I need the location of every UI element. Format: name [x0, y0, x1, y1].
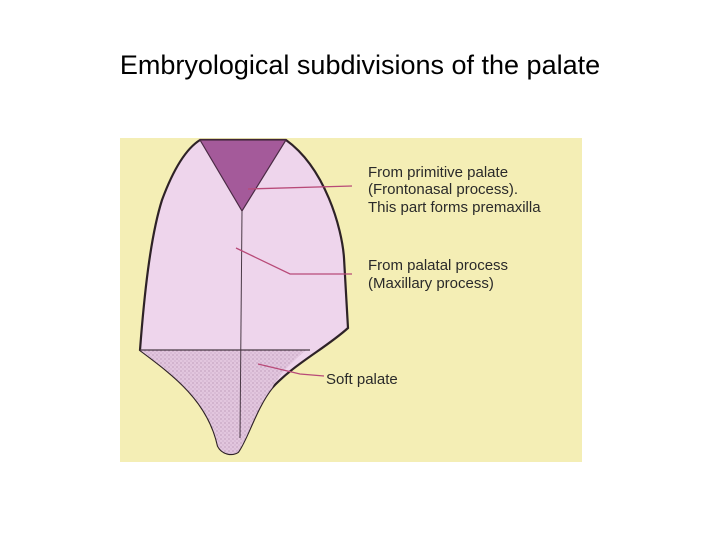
label-primitive-line2: (Frontonasal process).	[368, 181, 518, 198]
palate-diagram: From primitive palate (Frontonasal proce…	[120, 138, 582, 462]
palate-illustration: From primitive palate (Frontonasal proce…	[120, 138, 582, 462]
label-soft-palate: Soft palate	[326, 371, 398, 388]
midline-suture	[239, 210, 243, 439]
label-primitive-line1: From primitive palate	[368, 164, 508, 181]
leader-line-palatal	[235, 247, 352, 275]
leader-line-soft-palate	[257, 363, 325, 377]
label-primitive-line3: This part forms premaxilla	[368, 199, 541, 216]
slide-title: Embryological subdivisions of the palate	[119, 50, 601, 80]
premaxilla-region	[198, 139, 288, 213]
leader-line-primitive	[247, 185, 353, 190]
label-palatal-line1: From palatal process	[368, 257, 508, 274]
soft-palate-stipple	[140, 350, 306, 454]
label-palatal-line2: (Maxillary process)	[368, 275, 494, 292]
